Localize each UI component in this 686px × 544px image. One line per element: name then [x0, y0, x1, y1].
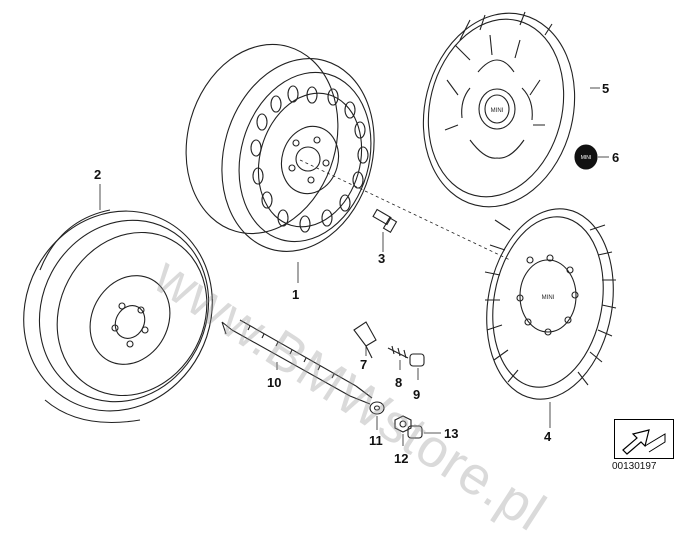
nut[interactable]	[394, 415, 412, 433]
leader-lines	[99, 87, 609, 446]
hub-cap-slotted[interactable]	[472, 199, 627, 410]
hub-cap-spoked[interactable]	[403, 0, 594, 223]
valve-stem[interactable]	[353, 321, 377, 359]
part-label-11: 11	[369, 433, 383, 448]
washer[interactable]	[369, 401, 385, 415]
valve-insert[interactable]	[387, 345, 409, 359]
steel-wheel[interactable]	[164, 26, 396, 269]
diagram-code: 00130197	[612, 461, 657, 472]
valve-cap-9[interactable]	[409, 353, 425, 367]
part-label-10: 10	[267, 375, 282, 390]
valve-cap-13[interactable]	[407, 425, 423, 439]
wheel-bolt[interactable]	[372, 208, 398, 233]
parts-diagram: MINI MINI MINI	[0, 0, 627, 446]
logo-text-5: MINI	[491, 108, 504, 114]
part-label-5: 5	[602, 81, 610, 96]
part-label-6: 6	[612, 150, 620, 165]
part-label-9: 9	[413, 387, 421, 402]
part-label-3: 3	[378, 251, 386, 266]
valve-extension-hose[interactable]	[221, 319, 373, 405]
orientation-box	[614, 419, 674, 459]
logo-text-6: MINI	[581, 155, 592, 161]
orientation-arrow-icon	[622, 429, 666, 455]
part-label-13: 13	[444, 426, 459, 441]
center-badge[interactable]	[574, 144, 598, 170]
part-label-12: 12	[394, 451, 409, 466]
logo-text-4: MINI	[542, 295, 555, 301]
part-label-7: 7	[360, 357, 368, 372]
part-label-2: 2	[94, 167, 102, 182]
steel-wheel-spare[interactable]	[0, 178, 247, 445]
part-label-8: 8	[395, 375, 403, 390]
part-label-1: 1	[292, 287, 300, 302]
part-label-4: 4	[544, 429, 552, 444]
